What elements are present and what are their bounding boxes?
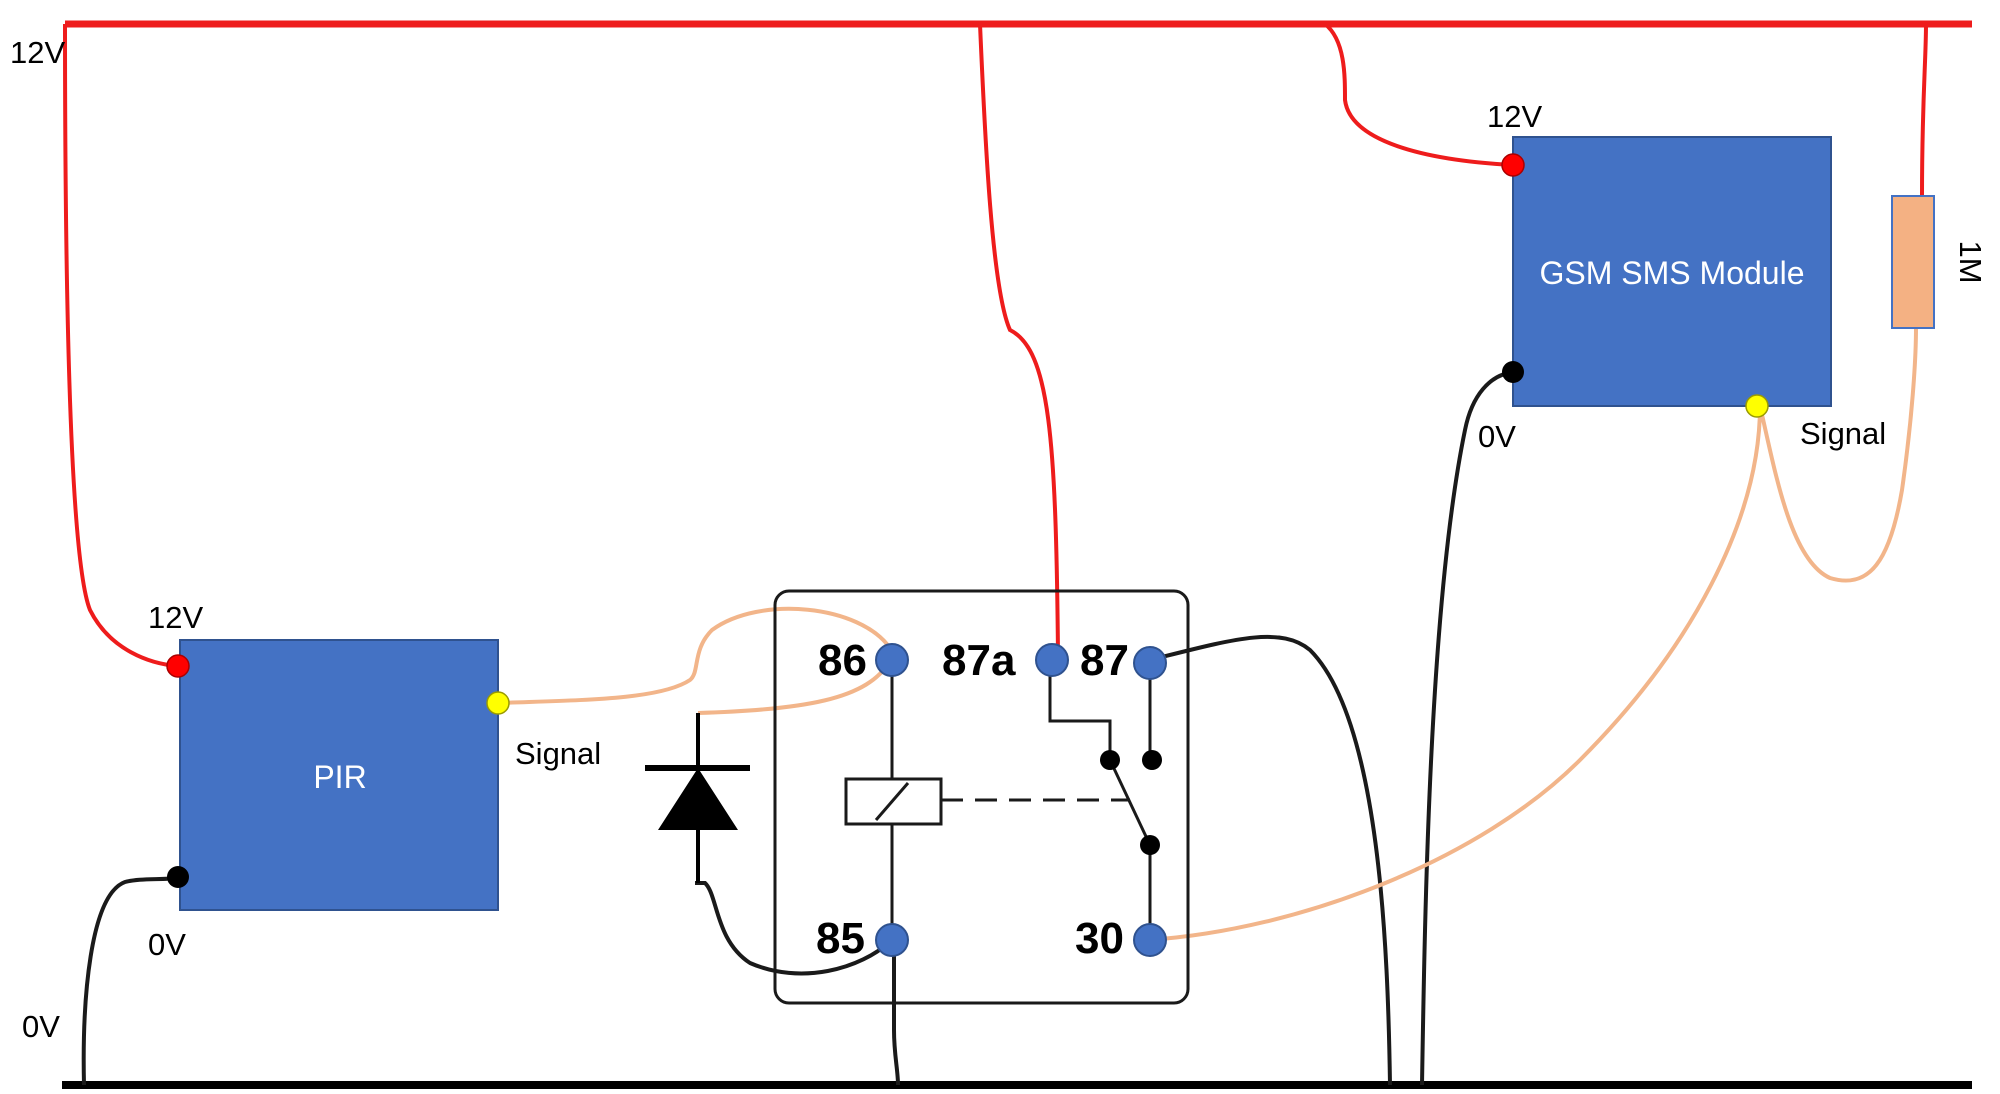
resistor-1m: [1891, 195, 1935, 329]
relay-pin-87a: [1035, 643, 1069, 677]
pir-signal-label: Signal: [515, 736, 601, 771]
wire-30-gsm-signal: [1147, 405, 1762, 942]
flyback-diode: [645, 713, 750, 883]
relay-switch-arm: [1108, 759, 1152, 846]
relay-contact-dot-87: [1142, 750, 1162, 770]
rail-12v-label: 12V: [10, 35, 65, 70]
relay-label-85: 85: [816, 914, 865, 963]
wire-resistor-top: [1920, 23, 1928, 197]
gsm-12v-terminal: [1501, 153, 1525, 177]
pir-signal-terminal: [486, 691, 510, 715]
gsm-0v-terminal: [1502, 361, 1524, 383]
gsm-signal-label: Signal: [1800, 416, 1886, 451]
wire-relay-87a: [978, 23, 1060, 656]
relay-label-86: 86: [818, 636, 867, 685]
relay-label-87a: 87a: [942, 636, 1016, 685]
pir-module-label: PIR: [313, 759, 366, 795]
pir-12v-label: 12V: [148, 600, 203, 635]
resistor-label: 1M: [1953, 240, 1988, 283]
gsm-module-label: GSM SMS Module: [1540, 255, 1805, 291]
relay-label-87: 87: [1080, 636, 1129, 685]
pir-12v-terminal: [166, 654, 190, 678]
wire-gsm-0v: [1420, 370, 1514, 1086]
relay-label-30: 30: [1075, 914, 1124, 963]
wire-gsm-signal-resistor: [1758, 327, 1918, 583]
gsm-signal-terminal: [1745, 394, 1769, 418]
wire-86-diode: [697, 659, 892, 715]
relay-87a-contact-line: [1048, 660, 1112, 760]
wire-relay-85-ground: [892, 940, 900, 1086]
relay-pin-87: [1133, 646, 1167, 680]
relay-coil-slash: [874, 782, 910, 821]
relay-pin-86: [875, 643, 909, 677]
relay-body: [773, 589, 1190, 1005]
relay-pin-30: [1133, 923, 1167, 957]
relay-contact-dot-87a: [1100, 750, 1120, 770]
gsm-sms-module: [1512, 136, 1832, 407]
gsm-12v-label: 12V: [1487, 99, 1542, 134]
wire-pir-12v: [63, 23, 179, 668]
wire-pir-signal-86: [499, 606, 892, 705]
pir-0v-terminal: [167, 866, 189, 888]
relay-contact-dot-30: [1140, 835, 1160, 855]
rail-0v-label: 0V: [22, 1009, 60, 1044]
wire-gsm-12v: [1323, 22, 1514, 167]
wire-pir-0v: [81, 876, 179, 1086]
pir-module: [179, 639, 499, 911]
gsm-0v-label: 0V: [1478, 419, 1516, 454]
relay-pin-85: [875, 923, 909, 957]
wire-relay-87-ground: [1149, 634, 1392, 1086]
wire-diode-85: [695, 881, 894, 976]
pir-0v-label: 0V: [148, 927, 186, 962]
